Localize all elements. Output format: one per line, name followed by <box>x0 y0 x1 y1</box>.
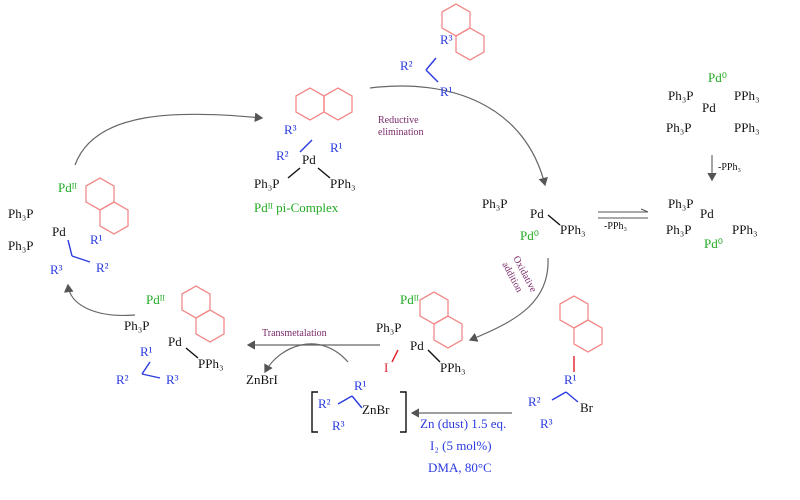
svg-text:PPh₃: PPh₃ <box>330 176 356 191</box>
reductive-elimination-label-line2: elimination <box>378 127 424 138</box>
svg-text:R²: R² <box>400 58 413 73</box>
svg-text:R²: R² <box>116 372 129 387</box>
svg-text:Pd: Pd <box>700 206 714 221</box>
svg-text:R¹: R¹ <box>354 378 367 393</box>
svg-text:Ph₃P: Ph₃P <box>8 238 34 253</box>
reductive-elimination-label-line1: Reductive <box>378 115 419 126</box>
svg-text:Pd: Pd <box>702 100 716 115</box>
cycle-arrow-znbri-release <box>264 343 349 374</box>
svg-text:Pd⁰: Pd⁰ <box>708 70 727 85</box>
svg-text:Br: Br <box>580 400 594 415</box>
svg-text:Ph₃P: Ph₃P <box>668 88 694 103</box>
svg-text:Pd: Pd <box>410 338 424 353</box>
transmetalation-complex: Pdᴵᴵ Ph₃P Pd PPh₃ R¹ R² R³ <box>116 285 225 387</box>
svg-text:R¹: R¹ <box>90 232 103 247</box>
svg-text:R¹: R¹ <box>140 344 153 359</box>
svg-text:ZnBr: ZnBr <box>362 402 390 417</box>
svg-text:Ph₃P: Ph₃P <box>124 318 150 333</box>
svg-text:R³: R³ <box>284 122 297 137</box>
product-molecule: R³ R² R¹ <box>400 3 485 99</box>
svg-text:R²: R² <box>96 260 109 275</box>
svg-text:I: I <box>384 360 388 375</box>
svg-text:PPh₃: PPh₃ <box>734 88 760 103</box>
pd-zero-tetrakis: Pd⁰ Ph₃P Pd PPh₃ Ph₃P PPh₃ <box>666 70 760 135</box>
svg-text:Ph₃P: Ph₃P <box>8 206 34 221</box>
svg-text:R²: R² <box>318 396 331 411</box>
svg-text:R¹: R¹ <box>330 140 343 155</box>
aryl-iodide-reagent <box>559 295 603 372</box>
svg-text:Pdᴵᴵ: Pdᴵᴵ <box>400 292 419 307</box>
dissociation-label-horizontal: -PPh₃ <box>604 221 627 232</box>
svg-text:R³: R³ <box>166 372 179 387</box>
oxidative-addition-complex: Pdᴵᴵ Ph₃P Pd I PPh₃ <box>376 291 466 375</box>
cycle-arrow-reductive-elimination <box>369 85 548 187</box>
pd-two-alkene-complex: Pdᴵᴵ Ph₃P Pd Ph₃P R¹ R³ R² <box>8 177 129 277</box>
svg-text:R³: R³ <box>540 416 553 431</box>
condition-iodine: I₂ (5 mol%) <box>430 438 492 453</box>
cycle-arrow-bottom-left <box>63 283 136 317</box>
svg-text:Pdᴵᴵ: Pdᴵᴵ <box>146 292 165 307</box>
svg-text:Pd⁰: Pd⁰ <box>704 236 723 251</box>
vinyl-bromide-reagent: R¹ R² Br R³ <box>528 372 594 431</box>
svg-text:R¹: R¹ <box>564 372 577 387</box>
dissociation-label-vertical: -PPh₃ <box>718 162 741 173</box>
svg-text:Pd: Pd <box>302 152 316 167</box>
svg-text:PPh₃: PPh₃ <box>732 222 758 237</box>
svg-text:PPh₃: PPh₃ <box>440 360 466 375</box>
vinylzinc-bromide: R² R¹ ZnBr R³ <box>311 378 407 433</box>
pd-zero-tris: Ph₃P Pd PPh₃ Ph₃P Pd⁰ <box>666 196 758 251</box>
pd-zero-bis: Ph₃P Pd PPh₃ Pd⁰ <box>482 196 586 243</box>
svg-text:Pd: Pd <box>52 224 66 239</box>
svg-text:R³: R³ <box>440 32 453 47</box>
svg-text:R³: R³ <box>50 262 63 277</box>
svg-text:Pdᴵᴵ: Pdᴵᴵ <box>58 180 77 195</box>
svg-text:Ph₃P: Ph₃P <box>668 196 694 211</box>
svg-text:Pdᴵᴵ pi-Complex: Pdᴵᴵ pi-Complex <box>254 200 339 215</box>
svg-text:R²: R² <box>528 394 541 409</box>
cycle-arrow-oxidative-addition <box>468 257 549 342</box>
svg-text:R¹: R¹ <box>440 84 453 99</box>
svg-text:Ph₃P: Ph₃P <box>254 176 280 191</box>
cycle-arrow-top-left <box>74 112 264 166</box>
znbri-byproduct: ZnBrI <box>246 372 278 387</box>
svg-text:Ph₃P: Ph₃P <box>482 196 508 211</box>
svg-text:Pd: Pd <box>168 334 182 349</box>
svg-text:Pd⁰: Pd⁰ <box>520 228 539 243</box>
svg-text:Ph₃P: Ph₃P <box>666 222 692 237</box>
svg-text:R²: R² <box>276 148 289 163</box>
svg-text:Ph₃P: Ph₃P <box>376 320 402 335</box>
svg-text:R³: R³ <box>332 418 345 433</box>
equilibrium-arrow-head <box>640 208 649 213</box>
svg-text:PPh₃: PPh₃ <box>198 356 224 371</box>
svg-text:Pd: Pd <box>530 206 544 221</box>
pd-pi-complex: R³ R² Pd R¹ Ph₃P PPh₃ Pdᴵᴵ pi-Complex <box>254 87 356 215</box>
svg-text:PPh₃: PPh₃ <box>734 120 760 135</box>
condition-zinc: Zn (dust) 1.5 eq. <box>420 416 506 431</box>
condition-solvent: DMA, 80°C <box>428 460 492 475</box>
transmetalation-label: Transmetalation <box>262 328 327 339</box>
svg-text:PPh₃: PPh₃ <box>560 222 586 237</box>
svg-text:Ph₃P: Ph₃P <box>666 120 692 135</box>
